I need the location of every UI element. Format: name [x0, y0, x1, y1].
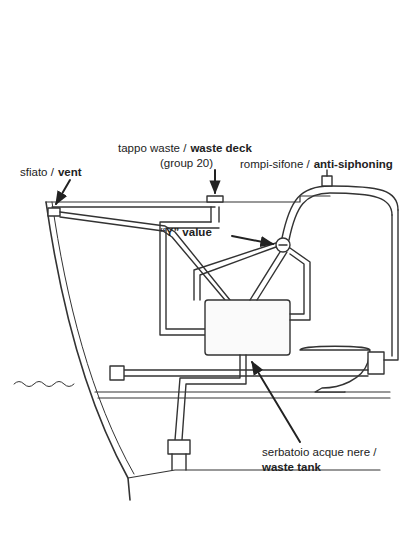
discharge-pipe [175, 355, 246, 440]
leader-arrow [252, 362, 300, 442]
part-label: rompi-sifone / [240, 158, 310, 171]
vent-fitting [48, 208, 60, 216]
part-label: tappo waste / [118, 142, 186, 155]
deck [46, 196, 330, 202]
seacock [168, 440, 190, 454]
waterline [14, 382, 74, 387]
hull [46, 202, 130, 500]
toilet-pump [368, 352, 384, 374]
y-valve [276, 238, 290, 252]
leader-arrow [214, 170, 216, 193]
part-label: vent [58, 166, 82, 179]
part-label: waste tank [262, 461, 321, 474]
waste-tank [205, 300, 290, 355]
toilet [300, 346, 370, 392]
siphon-loop [282, 186, 398, 240]
part-label: waste deck [190, 142, 251, 155]
leader-arrow [232, 236, 273, 244]
part-label: sfiato / [20, 166, 54, 179]
tank-inlet-pipe [250, 252, 287, 300]
vent-pipe [60, 212, 230, 300]
deck-fitting [207, 196, 223, 202]
part-label: anti-siphoning [314, 158, 393, 171]
anti-siphon-valve [322, 176, 332, 186]
leader-arrow [56, 180, 70, 204]
intake-pipe [120, 370, 368, 376]
part-label: serbatoio acque nere / [262, 446, 376, 459]
intake-seacock [110, 366, 124, 380]
part-label: (group 20) [160, 157, 213, 170]
part-label: “Y” value [160, 226, 212, 239]
